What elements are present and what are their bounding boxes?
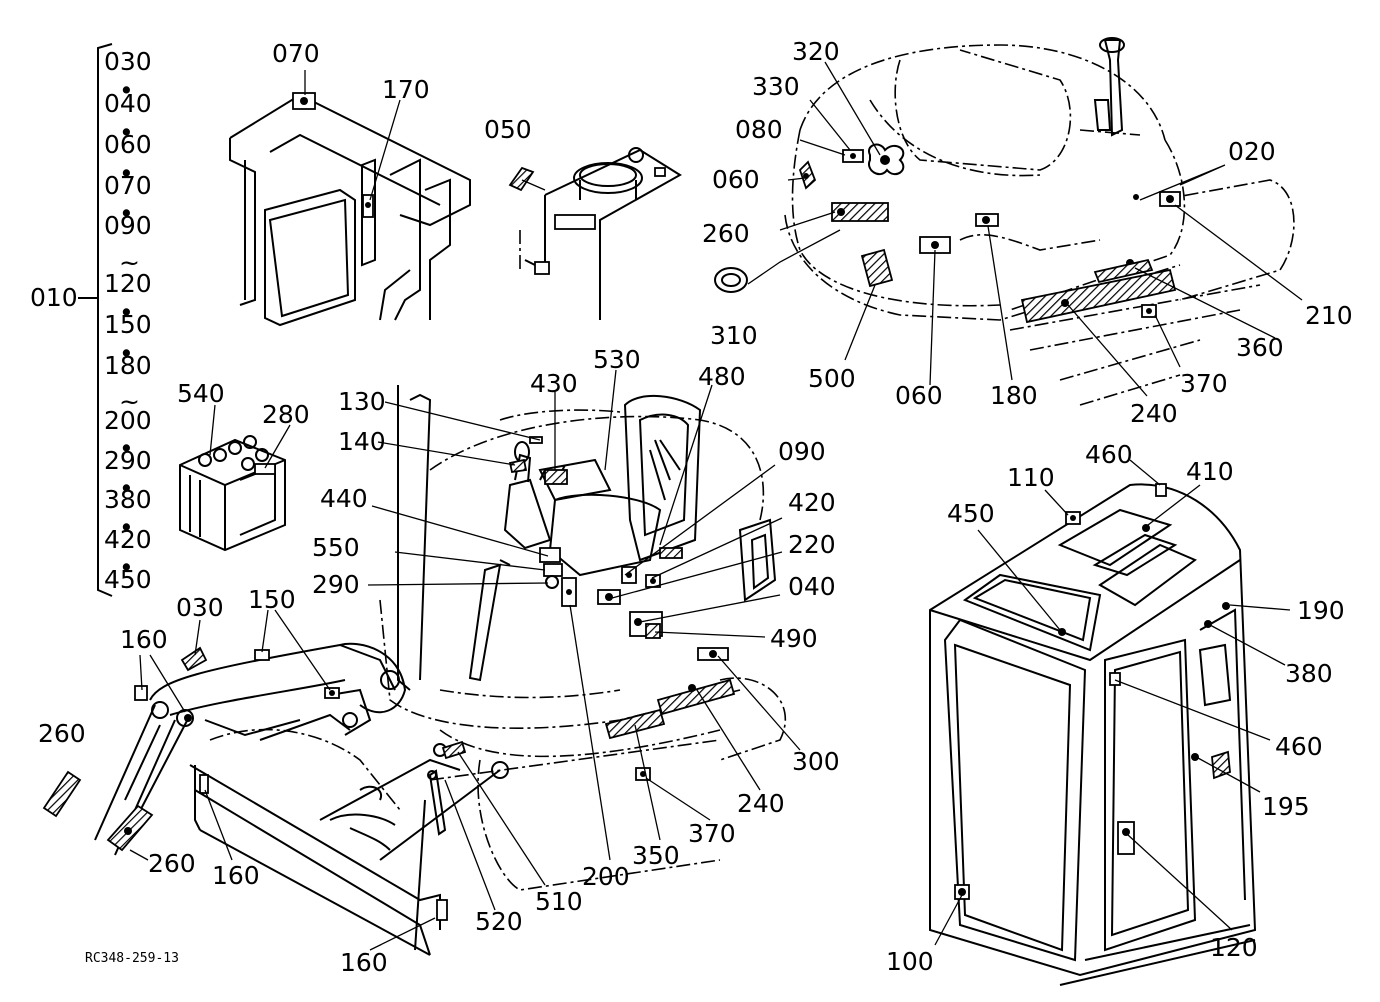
group-separator: • [119, 339, 134, 368]
callout-120: 120 [1210, 933, 1258, 962]
group-separator: • [119, 298, 134, 327]
boom-dozer-drawing: 030 150 160 260 260 160 160 520 510 200 … [38, 585, 840, 977]
group-separator: ~ [119, 248, 140, 277]
callout-350: 350 [632, 841, 680, 870]
callout-200: 200 [582, 862, 630, 891]
group-item: 290 [104, 446, 152, 475]
callout-150: 150 [248, 585, 296, 614]
group-separator: • [119, 118, 134, 147]
callout-440: 440 [320, 484, 368, 513]
callout-380: 380 [1285, 659, 1333, 688]
group-item: 040 [104, 89, 152, 118]
callout-160-dozer: 160 [212, 861, 260, 890]
group-item: 200 [104, 406, 152, 435]
callout-370-bottom: 370 [688, 819, 736, 848]
group-separator: • [119, 513, 134, 542]
group-item: 180 [104, 351, 152, 380]
group-separator: • [119, 76, 134, 105]
callout-280: 280 [262, 400, 310, 429]
callout-410: 410 [1186, 457, 1234, 486]
radiator-frame-drawing: 070 170 [229, 39, 471, 327]
group-separator: • [119, 474, 134, 503]
callout-130: 130 [338, 387, 386, 416]
callout-050: 050 [484, 115, 532, 144]
callout-550: 550 [312, 533, 360, 562]
callout-310: 310 [710, 321, 758, 350]
group-separator: • [119, 159, 134, 188]
callout-170: 170 [382, 75, 430, 104]
callout-180: 180 [990, 381, 1038, 410]
callout-060-bottom: 060 [895, 381, 943, 410]
group-separator: • [119, 434, 134, 463]
callout-040: 040 [788, 572, 836, 601]
callout-220: 220 [788, 530, 836, 559]
group-item: 090 [104, 211, 152, 240]
callout-420: 420 [788, 488, 836, 517]
callout-360: 360 [1236, 333, 1284, 362]
battery-drawing: 540 280 [177, 379, 310, 552]
callout-300: 300 [792, 747, 840, 776]
group-item: 060 [104, 130, 152, 159]
callout-210: 210 [1305, 301, 1353, 330]
canopy-machine-drawing: 130 140 430 530 480 090 420 220 040 490 … [312, 345, 836, 891]
callout-510: 510 [535, 887, 583, 916]
drawing-code: RC348-259-13 [85, 951, 179, 966]
callout-240-bottom: 240 [737, 789, 785, 818]
callout-080: 080 [735, 115, 783, 144]
callout-370-top: 370 [1180, 369, 1228, 398]
group-item: 380 [104, 485, 152, 514]
callout-260-top: 260 [702, 219, 750, 248]
callout-490: 490 [770, 624, 818, 653]
callout-260-left: 260 [38, 719, 86, 748]
group-separator: ~ [119, 387, 140, 416]
callout-460-top: 460 [1085, 440, 1133, 469]
group-item: 120 [104, 269, 152, 298]
group-item: 450 [104, 565, 152, 594]
callout-140: 140 [338, 427, 386, 456]
group-separator: • [119, 199, 134, 228]
group-item: 150 [104, 310, 152, 339]
group-item: 070 [104, 171, 152, 200]
group-separator: • [119, 553, 134, 582]
callout-320: 320 [792, 37, 840, 66]
callout-020: 020 [1228, 137, 1276, 166]
callout-110: 110 [1007, 463, 1055, 492]
callout-530: 530 [593, 345, 641, 374]
cabin-drawing: 460 110 410 450 190 380 460 195 120 100 [886, 440, 1345, 986]
callout-500: 500 [808, 364, 856, 393]
callout-540: 540 [177, 379, 225, 408]
callout-030: 030 [176, 593, 224, 622]
group-root-label: 010 [30, 283, 78, 312]
callout-450: 450 [947, 499, 995, 528]
callout-480: 480 [698, 362, 746, 391]
group-item: 030 [104, 47, 152, 76]
callout-100: 100 [886, 947, 934, 976]
callout-190: 190 [1297, 596, 1345, 625]
group-item: 420 [104, 525, 152, 554]
callout-330: 330 [752, 72, 800, 101]
callout-290: 290 [312, 570, 360, 599]
callout-195: 195 [1262, 792, 1310, 821]
callout-520: 520 [475, 907, 523, 936]
callout-090: 090 [778, 437, 826, 466]
callout-460-side: 460 [1275, 732, 1323, 761]
group-list: 010 030•040•060•070•090~120•150•180~200•… [30, 43, 152, 597]
callout-160-blade: 160 [340, 948, 388, 977]
step-plate-drawing: 050 [484, 115, 682, 320]
callout-160-boom: 160 [120, 625, 168, 654]
callout-430: 430 [530, 369, 578, 398]
upper-body-drawing: 320 330 080 060 260 020 210 360 370 240 … [702, 37, 1353, 428]
callout-070-radiator: 070 [272, 39, 320, 68]
callout-260-boom: 260 [148, 849, 196, 878]
callout-060-top: 060 [712, 165, 760, 194]
callout-240-top: 240 [1130, 399, 1178, 428]
